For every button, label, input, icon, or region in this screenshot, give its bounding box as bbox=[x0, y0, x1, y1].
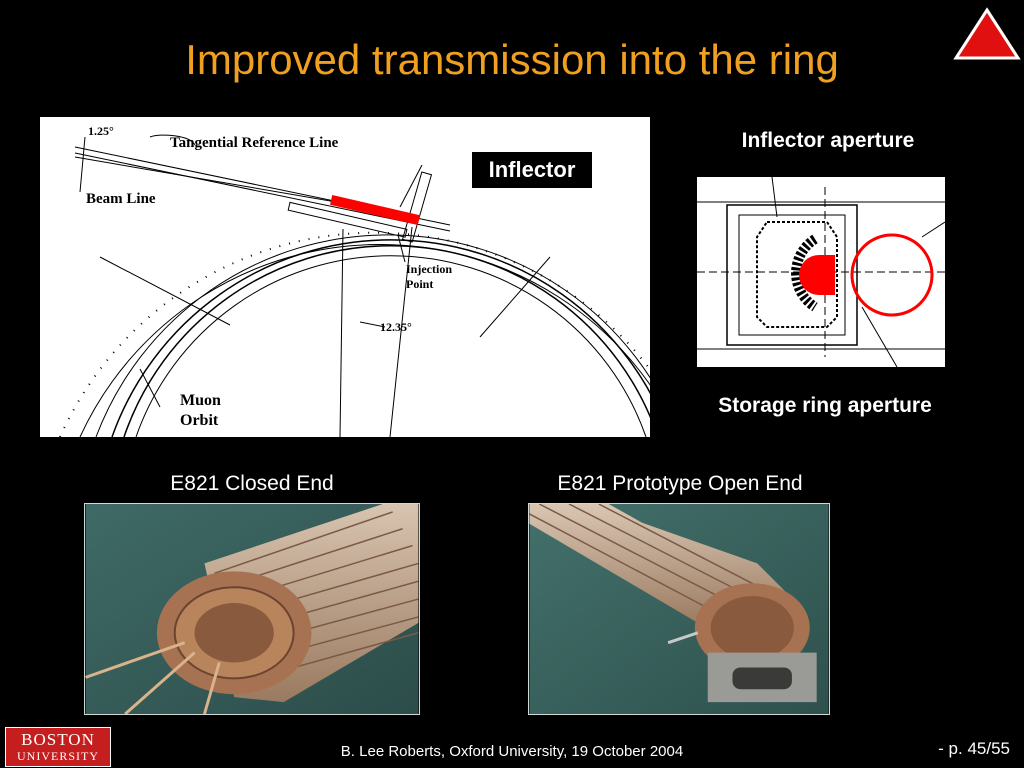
logo-line1: BOSTON bbox=[21, 730, 95, 749]
label-muon2: Orbit bbox=[180, 412, 219, 429]
page-number: - p. 45/55 bbox=[938, 739, 1010, 758]
inflector-tag: Inflector bbox=[470, 150, 594, 190]
boston-university-logo: BOSTON UNIVERSITY bbox=[5, 727, 111, 767]
label-muon1: Muon bbox=[180, 392, 221, 409]
label-angle2: 12.35° bbox=[380, 320, 412, 334]
label-injection1: Injection bbox=[406, 262, 452, 276]
label-angle1: 1.25° bbox=[88, 124, 114, 138]
aperture-diagram bbox=[697, 177, 945, 367]
open-end-caption: E821 Prototype Open End bbox=[557, 472, 803, 495]
logo-line2: UNIVERSITY bbox=[17, 749, 99, 763]
inflector-aperture-caption: Inflector aperture bbox=[741, 129, 915, 152]
label-injection2: Point bbox=[406, 277, 433, 291]
closed-end-photo bbox=[84, 503, 420, 715]
footer-text: B. Lee Roberts, Oxford University, 19 Oc… bbox=[340, 743, 684, 760]
storage-aperture-caption: Storage ring aperture bbox=[718, 394, 932, 417]
open-end-photo bbox=[528, 503, 830, 715]
label-tangential: Tangential Reference Line bbox=[170, 135, 339, 151]
label-beam-line: Beam Line bbox=[86, 191, 156, 207]
closed-end-caption: E821 Closed End bbox=[170, 472, 334, 495]
nav-triangle-icon[interactable] bbox=[952, 6, 1022, 66]
slide-title: Improved transmission into the ring bbox=[185, 36, 839, 83]
